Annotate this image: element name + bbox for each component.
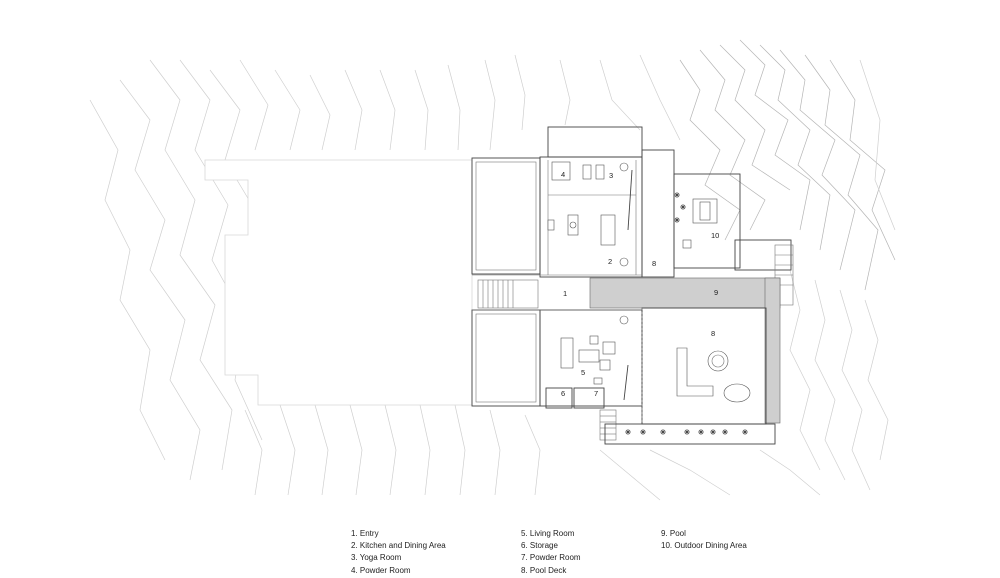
room-label-8-upper: 8 — [652, 259, 656, 268]
room-labels: 1 2 3 4 5 6 7 8 8 9 10 — [561, 170, 719, 398]
legend-entry: 2. Kitchen and Dining Area — [351, 541, 446, 551]
interior-furniture — [547, 161, 718, 385]
legend-entry: 10. Outdoor Dining Area — [661, 541, 747, 551]
room-label-1: 1 — [563, 289, 567, 298]
room-label-5: 5 — [581, 368, 585, 377]
room-label-8-deck: 8 — [711, 329, 715, 338]
legend-entry: 7. Powder Room — [521, 553, 581, 563]
legend-entry: 1. Entry — [351, 529, 379, 538]
site-floor-plan: 1 2 3 4 5 6 7 8 8 9 10 — [89, 39, 896, 501]
legend-entry: 5. Living Room — [521, 529, 575, 538]
legend-entry: 6. Storage — [521, 541, 558, 551]
legend-column-1: 1. Entry 2. Kitchen and Dining Area 3. Y… — [351, 528, 446, 577]
planters — [625, 192, 748, 435]
legend-entry: 8. Pool Deck — [521, 565, 567, 575]
pool — [589, 277, 781, 424]
room-label-2: 2 — [608, 257, 612, 266]
legend-column-2: 5. Living Room 6. Storage 7. Powder Room… — [521, 528, 581, 577]
pool-stairs — [599, 244, 794, 441]
entry-stairs — [477, 279, 539, 309]
room-label-10: 10 — [711, 231, 719, 240]
legend-entry: 3. Yoga Room — [351, 553, 402, 563]
pool-deck — [604, 307, 776, 445]
legend-entry: 9. Pool — [661, 529, 686, 538]
house-walls — [471, 126, 792, 409]
room-label-6: 6 — [561, 389, 565, 398]
room-label-3: 3 — [609, 171, 613, 180]
room-label-9: 9 — [714, 288, 718, 297]
legend-entry: 4. Powder Room — [351, 565, 411, 575]
legend-column-3: 9. Pool 10. Outdoor Dining Area — [661, 528, 747, 552]
room-label-7: 7 — [594, 389, 598, 398]
room-label-4: 4 — [561, 170, 565, 179]
adjacent-parcel — [204, 159, 473, 406]
topographic-contours — [89, 39, 896, 501]
